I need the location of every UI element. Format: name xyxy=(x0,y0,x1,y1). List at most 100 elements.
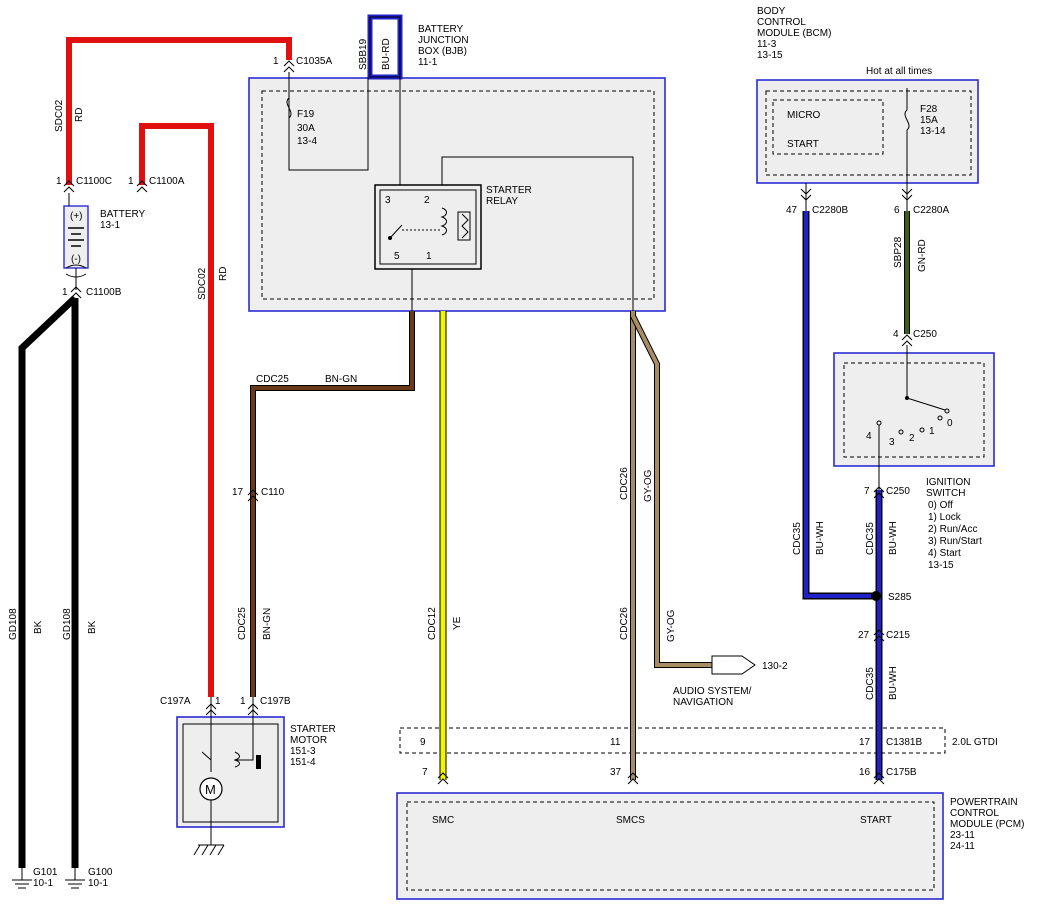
c110-pin: 17 xyxy=(232,487,244,498)
circuit-sdc02-mid-id: SDC02 xyxy=(197,267,208,300)
circuit-cdc25-mid-color: BN-GN xyxy=(262,608,273,640)
ign-pos-0: 0 xyxy=(947,418,953,429)
c1381b-pin-11: 11 xyxy=(610,737,621,748)
circuit-sdc02-mid-color: RD xyxy=(218,267,229,281)
bcm-module xyxy=(756,79,979,184)
circuit-gd108-left-color: BK xyxy=(33,620,44,634)
circuit-cdc35-bot-id: CDC35 xyxy=(865,667,876,700)
circuit-cdc35-left-color: BU-WH xyxy=(815,521,826,555)
relay-pin-1: 1 xyxy=(426,251,432,262)
c197a-pin: 1 xyxy=(215,696,221,707)
battery-plus: (+) xyxy=(70,211,83,222)
circuit-sbp28-color: GN-RD xyxy=(917,239,928,272)
c215-name: C215 xyxy=(886,630,910,641)
relay-pin-2: 2 xyxy=(424,195,430,206)
circuit-cdc12-color: YE xyxy=(452,616,463,630)
c1100b-name: C1100B xyxy=(86,287,122,298)
circuit-sdc02-top-id: SDC02 xyxy=(54,99,65,132)
fuse-f28-label: F28 15A 13-14 xyxy=(920,104,946,137)
c197a-name: C197A xyxy=(160,696,191,707)
ground-symbols xyxy=(12,844,225,889)
circuit-cdc12-id: CDC12 xyxy=(427,607,438,640)
circuit-cdc26-top-id: CDC26 xyxy=(619,467,630,500)
c175b-pin-37: 37 xyxy=(610,767,622,778)
c1035a-pin: 1 xyxy=(273,56,279,67)
battery-label: BATTERY 13-1 xyxy=(100,209,148,231)
circuit-gd108-left-id: GD108 xyxy=(8,608,19,640)
c1381b-pin-9: 9 xyxy=(420,737,426,748)
c1100a-name: C1100A xyxy=(149,176,185,187)
bcm-label: BODY CONTROL MODULE (BCM) 11-3 13-15 xyxy=(757,6,834,61)
ign-pos-1: 1 xyxy=(929,426,935,437)
wire-cdc26-audio xyxy=(631,315,712,667)
c1035a-name: C1035A xyxy=(296,56,332,67)
s285-name: S285 xyxy=(888,592,912,603)
wire-cdc35-bcm xyxy=(804,211,876,598)
pcm-pin-smcs: SMCS xyxy=(616,815,645,826)
pcm-pin-smc: SMC xyxy=(432,815,454,826)
circuit-cdc35-mid-id: CDC35 xyxy=(865,522,876,555)
wire-cdc25 xyxy=(251,311,414,697)
circuit-sbp28-id: SBP28 xyxy=(893,236,904,268)
c175b-pin-16: 16 xyxy=(859,767,871,778)
c110-name: C110 xyxy=(261,487,285,498)
wire-sdc02-bjb xyxy=(66,37,292,185)
g101-label: G101 10-1 xyxy=(33,867,60,889)
circuit-cdc25-mid-id: CDC25 xyxy=(237,607,248,640)
fuse-f19-symbol xyxy=(286,97,292,119)
ignition-switch-label: IGNITION SWITCH 0) Off 1) Lock 2) Run/Ac… xyxy=(926,477,985,571)
starter-relay-label: STARTER RELAY xyxy=(486,185,535,207)
bjb-label: BATTERY JUNCTION BOX (BJB) 11-1 xyxy=(418,24,471,68)
c2280b-pin: 47 xyxy=(786,205,798,216)
c2280a-name: C2280A xyxy=(913,205,949,216)
g100-label: G100 10-1 xyxy=(88,867,115,889)
starter-relay-symbol xyxy=(374,184,482,270)
wire-gd108-left xyxy=(18,295,78,868)
battery-symbol xyxy=(63,193,89,290)
c250-top-name: C250 xyxy=(913,329,937,340)
bcm-hot-note: Hot at all times xyxy=(866,66,932,77)
c1100c-pin: 1 xyxy=(56,176,62,187)
c1381b-pin-17: 17 xyxy=(859,737,871,748)
bcm-micro-label: MICRO xyxy=(787,110,821,121)
c1381b-name: C1381B xyxy=(886,737,922,748)
c1100a-pin: 1 xyxy=(128,176,134,187)
circuit-cdc35-bot-color: BU-WH xyxy=(888,666,899,700)
circuit-cdc26-bot-id: CDC26 xyxy=(619,607,630,640)
circuit-gd108-right-id: GD108 xyxy=(62,608,73,640)
motor-symbol-letter: M xyxy=(205,782,216,797)
circuit-cdc26-bot-color: GY-OG xyxy=(666,609,677,642)
connector-marks xyxy=(63,60,913,785)
fuse-f19-label: F19 30A 13-4 xyxy=(297,109,317,147)
c1100b-pin: 1 xyxy=(62,287,68,298)
relay-pin-3: 3 xyxy=(385,195,391,206)
circuit-gd108-right-color: BK xyxy=(87,620,98,634)
pcm-label: POWERTRAIN CONTROL MODULE (PCM) 23-11 24… xyxy=(950,797,1027,852)
wire-sdc02-starter xyxy=(139,123,214,697)
starter-motor-module xyxy=(176,716,285,828)
wire-cdc25-outline xyxy=(250,311,415,697)
circuit-cdc26-top-color: GY-OG xyxy=(643,469,654,502)
engine-option-label: 2.0L GTDI xyxy=(952,737,998,748)
bcm-start-label: START xyxy=(787,139,819,150)
c2280a-pin: 6 xyxy=(894,205,900,216)
ign-pos-4: 4 xyxy=(866,431,872,442)
fuse-f28-symbol xyxy=(904,109,910,131)
c175b-pin-7: 7 xyxy=(422,767,428,778)
relay-pin-5: 5 xyxy=(394,251,400,262)
c250-top-pin: 4 xyxy=(893,329,899,340)
c250-bottom-name: C250 xyxy=(886,486,910,497)
pcm-pin-start: START xyxy=(860,815,892,826)
c2280b-name: C2280B xyxy=(812,205,848,216)
circuit-sbb19-color: BU-RD xyxy=(381,38,392,70)
c175b-name: C175B xyxy=(886,767,917,778)
c197b-name: C197B xyxy=(260,696,291,707)
circuit-cdc35-mid-color: BU-WH xyxy=(888,521,899,555)
audio-ref: 130-2 xyxy=(762,661,788,672)
circuit-sdc02-top-color: RD xyxy=(74,108,85,122)
ignition-switch-module xyxy=(833,352,995,467)
starter-motor-label: STARTER MOTOR 151-3 151-4 xyxy=(290,724,339,768)
audio-label: AUDIO SYSTEM/ NAVIGATION xyxy=(673,686,754,708)
ign-pos-3: 3 xyxy=(889,437,895,448)
